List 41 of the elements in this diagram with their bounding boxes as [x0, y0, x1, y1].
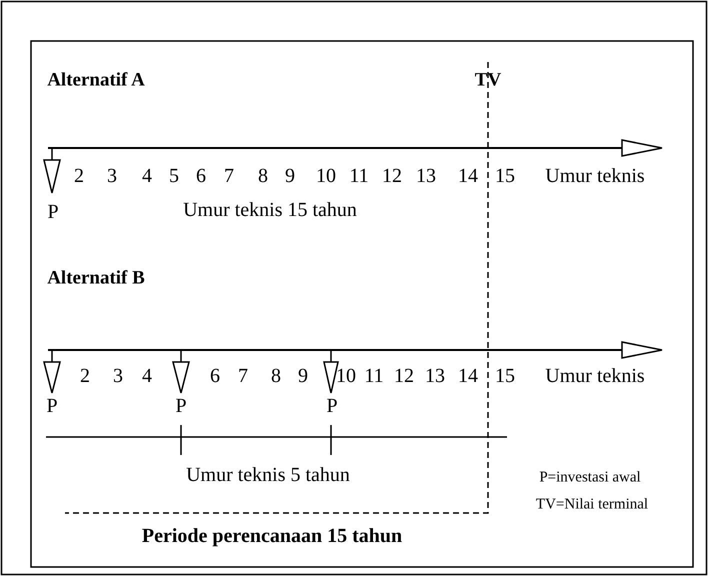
tick-label: 2	[74, 166, 84, 186]
axis-label: Umur teknis	[545, 166, 645, 186]
tick-label: 10	[336, 366, 356, 386]
tick-label: 14	[458, 366, 478, 386]
period-label: Periode perencanaan 15 tahun	[142, 526, 402, 546]
tick-label: 6	[196, 166, 206, 186]
tick-label: 4	[142, 166, 152, 186]
tick-label: 8	[271, 366, 281, 386]
tick-label: 13	[416, 166, 436, 186]
tick-label: 11	[364, 366, 384, 386]
duration-label: Umur teknis 5 tahun	[186, 465, 350, 485]
heading: Alternatif B	[47, 268, 145, 288]
heading: Alternatif A	[47, 70, 145, 90]
terminal-value-label: TV	[474, 70, 502, 90]
tick-label: 7	[224, 166, 234, 186]
tick-label: 9	[298, 366, 308, 386]
tick-label: 4	[142, 366, 152, 386]
axis-label: Umur teknis	[545, 366, 645, 386]
investment-label: P	[47, 202, 59, 222]
tick-label: 14	[458, 166, 478, 186]
tick-label: 10	[316, 166, 336, 186]
investment-label: P	[175, 396, 187, 416]
investment-label: P	[46, 396, 58, 416]
tick-label: 7	[238, 366, 248, 386]
legend-note: P=investasi awal	[539, 470, 641, 486]
tick-label: 12	[394, 366, 414, 386]
tick-label: 15	[495, 366, 515, 386]
investment-label: P	[326, 396, 338, 416]
tick-label: 15	[495, 166, 515, 186]
tick-label: 5	[169, 166, 179, 186]
tick-label: 6	[210, 366, 220, 386]
tick-label: 12	[382, 166, 402, 186]
tick-label: 3	[107, 166, 117, 186]
tick-label: 13	[425, 366, 445, 386]
tick-label: 2	[80, 366, 90, 386]
tick-label: 8	[258, 166, 268, 186]
legend-note: TV=Nilai terminal	[536, 498, 648, 512]
duration-label: Umur teknis 15 tahun	[183, 200, 357, 220]
tick-label: 3	[113, 366, 123, 386]
tick-label: 9	[285, 166, 295, 186]
tick-label: 11	[349, 166, 369, 186]
